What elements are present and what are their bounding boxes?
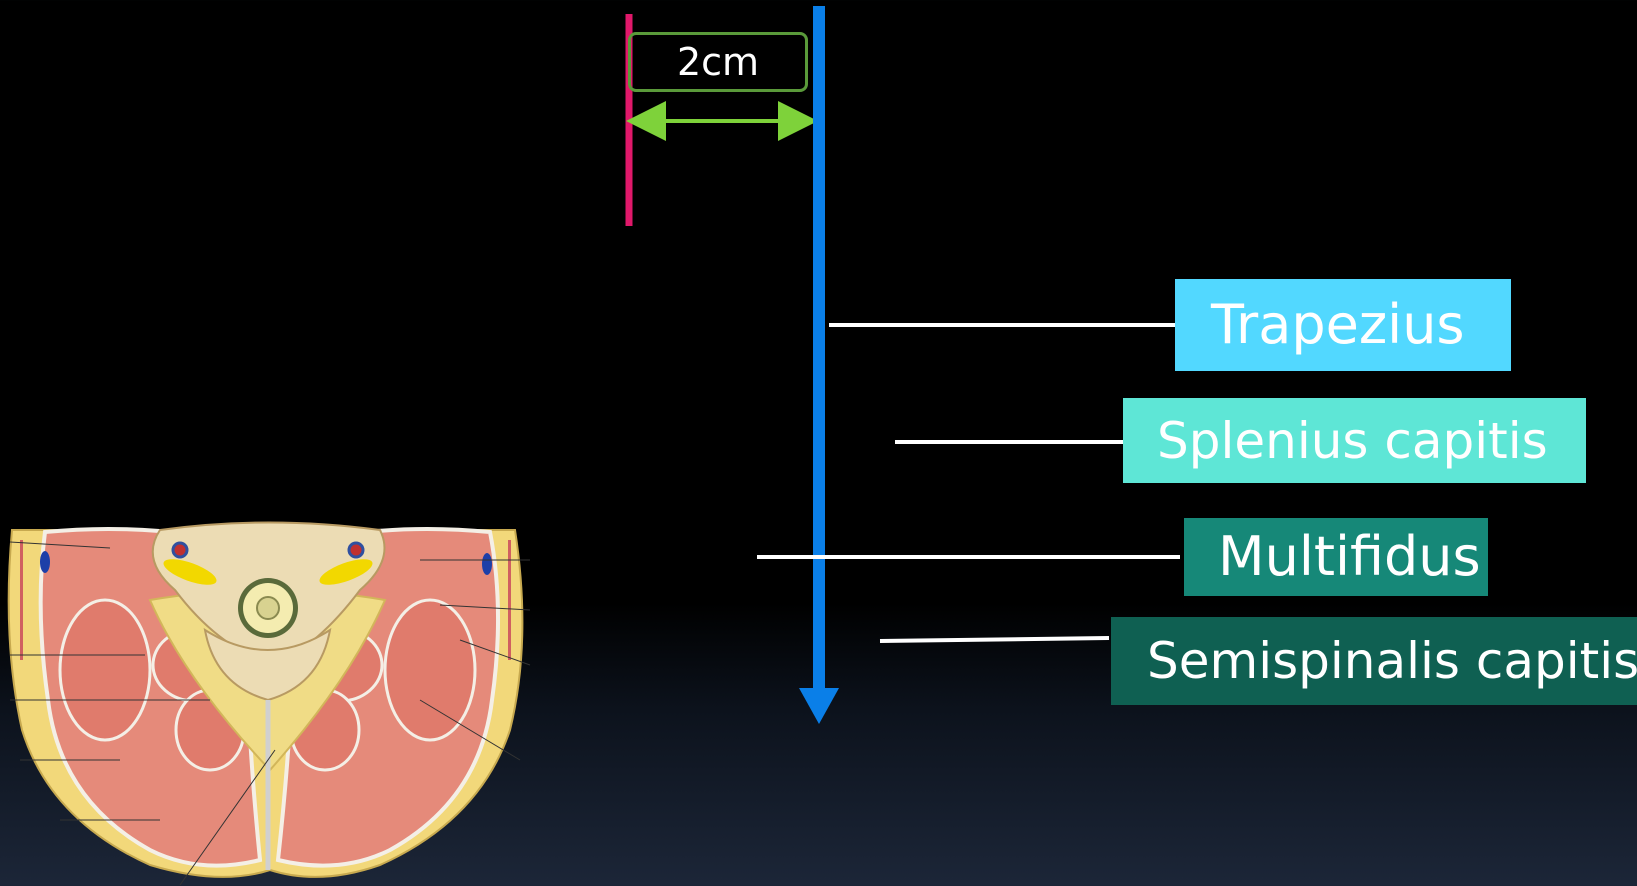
measurement-arrow-head — [799, 688, 839, 724]
scale-label: 2cm — [628, 32, 808, 92]
label-trapezius-text: Trapezius — [1211, 298, 1465, 352]
label-multifidus-text: Multifidus — [1218, 530, 1481, 584]
leader-line-semispinalis — [880, 638, 1109, 641]
label-splenius-capitis: Splenius capitis — [1123, 398, 1586, 483]
neck-cross-section-illustration — [0, 520, 535, 886]
label-splenius-capitis-text: Splenius capitis — [1157, 416, 1548, 466]
label-multifidus: Multifidus — [1184, 518, 1488, 596]
label-semispinalis-capitis-text: Semispinalis capitis — [1147, 636, 1637, 686]
label-semispinalis-capitis: Semispinalis capitis — [1111, 617, 1637, 705]
label-trapezius: Trapezius — [1175, 279, 1511, 371]
